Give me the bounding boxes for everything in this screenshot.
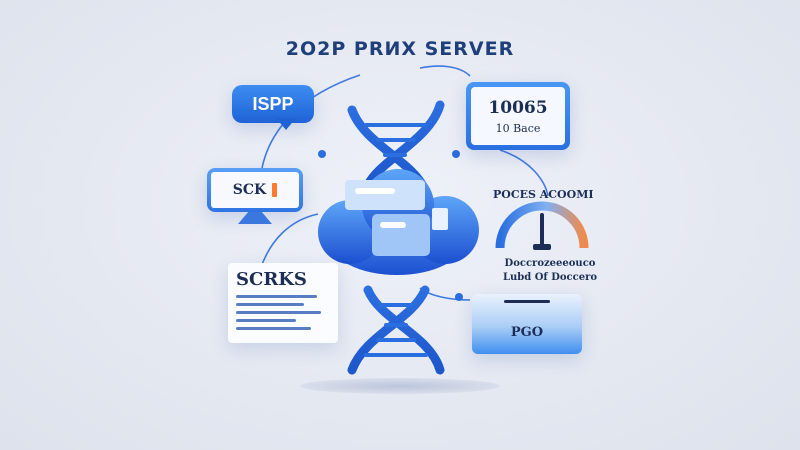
node-dot <box>452 150 460 158</box>
document-line <box>236 295 317 298</box>
panel-card: PGO <box>472 294 582 354</box>
panel-top-bar <box>504 300 550 303</box>
counter-screen: 10065 10 Bace <box>471 87 565 145</box>
ground-shadow <box>300 378 500 394</box>
document-line <box>236 303 304 306</box>
gauge-caption: Doccrozeeeouco Lubd Of Doccero <box>490 257 610 285</box>
page-title: 2O2P PRИX SERVER <box>285 38 515 60</box>
document-card: SCRKS <box>228 263 338 343</box>
document-title: SCRKS <box>236 269 307 290</box>
gauge-caption-line2: Lubd Of Doccero <box>502 272 598 283</box>
node-dot <box>455 293 463 301</box>
monitor-icon: SCK <box>207 168 303 212</box>
counter-value: 10065 <box>488 97 548 118</box>
dna-helix-icon <box>347 100 445 375</box>
monitor-label: SCK <box>232 182 267 198</box>
monitor-screen: SCK <box>211 172 299 208</box>
document-line <box>236 319 297 322</box>
node-dot <box>318 150 326 158</box>
counter-card: 10065 10 Bace <box>466 82 570 150</box>
panel-label: PGO <box>510 325 544 340</box>
gauge-label: POCES ACOOMI <box>493 188 594 201</box>
monitor-accent-bar <box>272 183 278 197</box>
document-line <box>236 311 321 314</box>
speech-tail <box>276 118 296 130</box>
counter-subtext: 10 Bace <box>495 121 541 135</box>
monitor-stand <box>238 212 272 224</box>
document-line <box>236 327 312 330</box>
cloud-icon <box>318 169 479 275</box>
gauge-caption-line1: Doccrozeeeouco <box>504 258 596 269</box>
ispp-badge: ISPP <box>232 85 314 123</box>
gauge-icon <box>495 201 589 250</box>
